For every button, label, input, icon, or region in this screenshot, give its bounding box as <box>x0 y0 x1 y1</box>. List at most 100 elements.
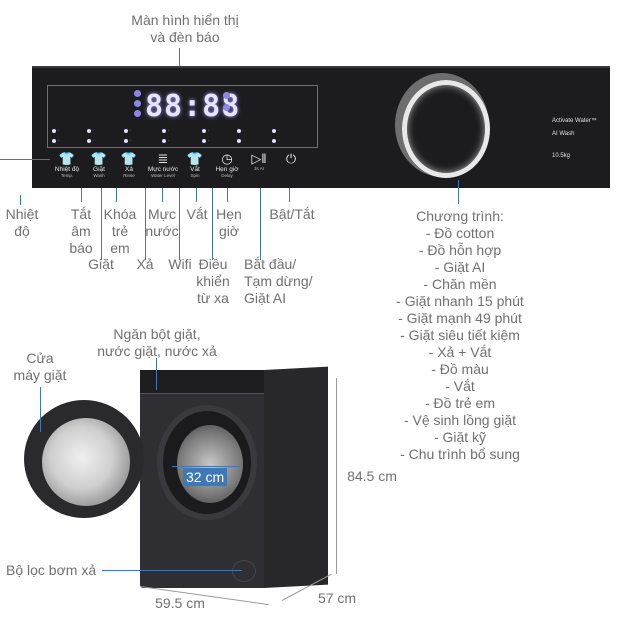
delay-button[interactable]: ◷ Hẹn giờ Delay <box>210 151 244 179</box>
drum-inner <box>177 425 243 503</box>
display-callout: Màn hình hiển thị và đèn báo <box>131 12 239 45</box>
control-panel: 88:88 · · · · · · · · · · · · · · 👕 Nhiệ… <box>32 66 610 188</box>
filter-callout: Bộ lọc bơm xả <box>6 562 97 578</box>
start-callout: Bắt đầu/ Tạm dừng/ Giặt AI <box>244 256 313 306</box>
clock-icon: ◷ <box>221 151 233 166</box>
sound-leader <box>81 188 82 202</box>
sound-off-callout: Tắt âm báo <box>69 206 93 256</box>
door-leader <box>40 387 41 432</box>
shirt-wash-icon: 👕 <box>90 151 108 166</box>
program-indicator: · <box>87 128 94 133</box>
program-indicator: · <box>272 138 279 143</box>
drum-dimension-badge: 32 cm <box>183 468 228 486</box>
sound-indicator-icon <box>134 100 141 107</box>
door-callout: Cửa máy giặt <box>13 350 67 383</box>
program-indicator: · <box>87 138 94 143</box>
temperature-button[interactable]: 👕 Nhiệt độ Temp. <box>50 151 84 179</box>
remote-callout: Điều khiển từ xa <box>196 256 230 306</box>
program-item: - Đồ trẻ em <box>424 395 495 411</box>
machine-control-strip <box>140 370 264 394</box>
drum-dimension-line <box>172 466 240 467</box>
wifi-leader <box>179 188 180 260</box>
power-callout: Bật/Tắt <box>269 206 315 222</box>
depth-label: 57 cm <box>317 590 357 606</box>
program-item: - Giặt kỹ <box>433 429 487 445</box>
spin-button[interactable]: 👕 Vắt Spin <box>180 151 210 179</box>
program-item: - Đồ cotton <box>425 225 495 241</box>
program-indicator: · <box>237 128 244 133</box>
program-indicator: · <box>237 138 244 143</box>
temp-leader <box>0 159 50 160</box>
program-indicator: · <box>124 138 131 143</box>
wifi-callout: Wifi <box>168 256 192 272</box>
child-lock-callout: Khóa trẻ em <box>103 206 137 256</box>
wash-leader <box>101 188 102 260</box>
program-indicator: · <box>52 138 59 143</box>
power-leader <box>289 188 290 202</box>
program-indicator: · <box>162 138 169 143</box>
wifi-indicator-icon <box>223 92 230 99</box>
delay-leader <box>227 188 228 202</box>
timer-indicator-icon <box>134 110 141 117</box>
remote-indicator-icon <box>223 104 230 111</box>
program-item: - Đồ hỗn hợp <box>418 242 502 258</box>
wash-callout: Giặt <box>88 256 114 272</box>
water-level-icon: ≣ <box>157 151 169 166</box>
play-pause-icon: ▷‖ <box>251 151 267 166</box>
program-indicator: · <box>202 138 209 143</box>
program-item: - Chăn mền <box>423 276 497 292</box>
program-item: - Xả + Vắt <box>428 344 492 360</box>
door-glass <box>42 418 130 506</box>
pump-filter-cover <box>232 560 256 582</box>
water-level-callout: Mực nước <box>145 206 179 239</box>
program-indicator: · <box>202 128 209 133</box>
delay-callout: Hẹn giờ <box>216 206 242 239</box>
detergent-leader <box>156 358 157 390</box>
water-leader <box>162 188 163 202</box>
remote-leader <box>212 188 213 260</box>
program-item: - Giặt mạnh 49 phút <box>398 310 522 326</box>
start-leader <box>260 188 261 260</box>
filter-leader <box>102 570 242 571</box>
program-indicator: · <box>162 128 169 133</box>
detergent-callout: Ngăn bột giặt, nước giặt, nước xả <box>97 326 217 359</box>
rinse-leader <box>145 188 146 260</box>
programs-title: Chương trình: <box>416 208 504 224</box>
program-item: - Giặt nhanh 15 phút <box>396 293 524 309</box>
rinse-callout: Xả <box>136 256 154 272</box>
programs-list: - Đồ cotton - Đồ hỗn hợp - Giặt AI - Chă… <box>380 225 540 463</box>
program-indicator: · <box>272 128 279 133</box>
height-label: 84.5 cm <box>347 468 397 484</box>
program-item: - Chu trình bổ sung <box>400 446 520 462</box>
power-icon: ⏻ <box>285 151 297 166</box>
shirt-thermometer-icon: 👕 <box>58 151 76 166</box>
dial-leader <box>458 180 459 204</box>
temperature-callout: Nhiệt độ <box>5 206 39 239</box>
power-button[interactable]: ⏻ <box>278 152 304 166</box>
program-item: - Vệ sinh lồng giặt <box>403 412 517 428</box>
program-item: - Giặt siêu tiết kiệm <box>400 327 520 343</box>
program-indicator: · <box>124 128 131 133</box>
program-item: - Giặt AI <box>434 259 486 275</box>
rinse-button[interactable]: 👕 Xả Rinse <box>114 151 144 179</box>
start-pause-button[interactable]: ▷‖ 3s AI <box>244 151 274 172</box>
water-level-button[interactable]: ≣ Mực nước Water Level <box>144 151 182 179</box>
program-indicator: · <box>52 128 59 133</box>
childlock-leader <box>116 188 117 202</box>
machine-side <box>264 366 328 588</box>
display-frame <box>47 85 318 148</box>
program-item: - Vắt <box>445 378 475 394</box>
wash-button[interactable]: 👕 Giặt Wash <box>84 151 114 179</box>
spin-leader <box>196 188 197 202</box>
shirt-spin-icon: 👕 <box>186 151 204 166</box>
program-dial[interactable] <box>402 80 490 178</box>
activate-water-label: Activate Water™ <box>552 118 597 124</box>
temp-leader-v <box>20 195 21 205</box>
lock-indicator-icon <box>134 90 141 97</box>
shirt-rinse-icon: 👕 <box>120 151 138 166</box>
program-item: - Đồ màu <box>431 361 489 377</box>
ai-wash-label: AI Wash <box>552 131 575 137</box>
height-dimension-line <box>336 378 337 574</box>
spin-callout: Vắt <box>186 206 208 222</box>
capacity-label: 10.5kg <box>552 153 571 159</box>
